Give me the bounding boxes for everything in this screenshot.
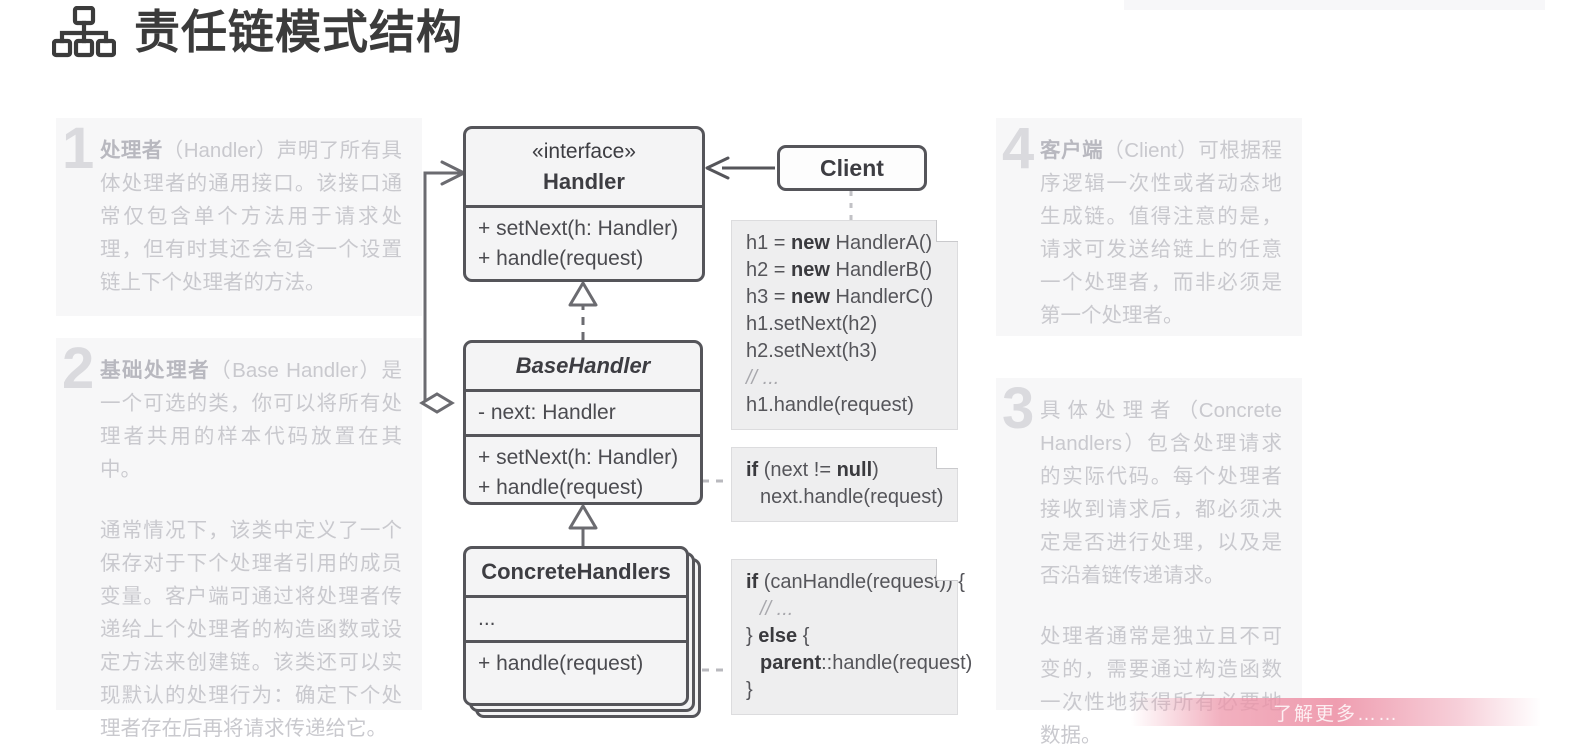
aggregation-line (423, 171, 462, 405)
explainer-number-2: 2 (62, 336, 95, 401)
concrete-handlers-name: ConcreteHandlers (481, 559, 671, 584)
handler-name: Handler (543, 169, 625, 194)
explainer-number-1: 1 (62, 116, 95, 181)
code-note-canhandle-l1: if (canHandle(request)) { (746, 571, 965, 593)
base-handler-methods: + setNext(h: Handler) + handle(request) (466, 437, 700, 502)
handler-methods: + setNext(h: Handler) + handle(request) (466, 208, 702, 279)
handler-method-handle: + handle(request) (478, 247, 644, 270)
code-note-client-l2: h2 = new HandlerB() (746, 259, 933, 281)
concrete-handlers-fields: ... (466, 598, 686, 643)
explainer-block-concrete-handlers: 3 具 体 处 理 者 （Concrete Handlers）包含处理请求的实际… (996, 376, 1302, 747)
uml-class-client[interactable]: Client (777, 145, 927, 191)
handler-stereotype: «interface» (532, 140, 636, 163)
uml-class-concrete-handlers[interactable]: ConcreteHandlers ... + handle(request) (463, 546, 689, 706)
code-note-canhandle-l5: } (746, 679, 753, 701)
explainer-text-3b: 处理者通常是独立且不可变的，需要通过构造函数一次性地获得所有必要地数据。 (1040, 625, 1282, 747)
uml-class-handler[interactable]: «interface» Handler + setNext(h: Handler… (463, 126, 705, 282)
base-handler-field-next: - next: Handler (478, 401, 616, 424)
base-handler-title: BaseHandler (466, 343, 700, 392)
code-note-canhandle-l4: parent::handle(request) (760, 652, 973, 674)
base-handler-fields: - next: Handler (466, 392, 700, 437)
code-note-client-l3: h3 = new HandlerC() (746, 286, 934, 308)
page-title: 责任链模式结构 (52, 6, 463, 58)
hierarchy-icon (52, 6, 116, 58)
code-note-client-comment: // ... (746, 367, 780, 389)
handler-method-setnext: + setNext(h: Handler) (478, 217, 679, 240)
learn-more-banner[interactable]: 了解更多…… (1131, 698, 1541, 726)
code-note-canhandle: if (canHandle(request)) { // ... } else … (731, 559, 972, 715)
concrete-handlers-field-ellipsis: ... (478, 607, 496, 630)
base-handler-name: BaseHandler (515, 353, 651, 378)
client-name: Client (820, 155, 884, 181)
concrete-handlers-methods: + handle(request) (466, 643, 686, 685)
base-handler-method-setnext: + setNext(h: Handler) (478, 446, 679, 469)
explainer-block-client: 4 客户端（Client）可根据程序逻辑一次性或者动态地生成链。值得注意的是，请… (996, 118, 1302, 336)
base-handler-method-handle: + handle(request) (478, 476, 644, 499)
concrete-handlers-title: ConcreteHandlers (466, 549, 686, 598)
learn-more-banner-text: 了解更多…… (1272, 703, 1399, 725)
client-association-arrowhead (705, 156, 730, 180)
code-note-client-l1: h1 = new HandlerA() (746, 232, 933, 254)
code-note-next-l1: if (next != null) (746, 459, 879, 481)
explainer-block-base-handler: 2 基础处理者（Base Handler）是一个可选的类，你可以将所有处理者共用… (56, 336, 422, 740)
handler-title: «interface» Handler (466, 129, 702, 208)
code-note-client: h1 = new HandlerA() h2 = new HandlerB() … (731, 220, 958, 430)
code-note-client-l5: h2.setNext(h3) (746, 340, 878, 362)
top-edge-strip (1124, 0, 1545, 10)
code-note-client-l7: h1.handle(request) (746, 394, 914, 416)
explainer-text-2a: 基础处理者（Base Handler）是一个可选的类，你可以将所有处理者共用的样… (100, 359, 402, 481)
code-note-next-l2: next.handle(request) (760, 486, 944, 508)
code-note-canhandle-comment: // ... (760, 598, 794, 620)
explainer-text-1: 处理者（Handler）声明了所有具体处理者的通用接口。该接口通常仅包含单个方法… (100, 139, 403, 294)
code-note-next-null: if (next != null) next.handle(request) (731, 447, 958, 522)
explainer-number-3: 3 (1002, 376, 1035, 441)
explainer-text-3a: 具 体 处 理 者 （Concrete Handlers）包含处理请求的实际代码… (1040, 399, 1282, 587)
explainer-number-4: 4 (1002, 116, 1035, 181)
page-title-text: 责任链模式结构 (134, 6, 463, 58)
explainer-block-handler: 1 处理者（Handler）声明了所有具体处理者的通用接口。该接口通常仅包含单个… (56, 118, 422, 316)
aggregation-diamond (419, 392, 455, 414)
explainer-text-4: 客户端（Client）可根据程序逻辑一次性或者动态地生成链。值得注意的是，请求可… (1040, 139, 1282, 327)
inheritance-triangle (568, 504, 598, 530)
code-note-client-l4: h1.setNext(h2) (746, 313, 878, 335)
concrete-handlers-method-handle: + handle(request) (478, 652, 644, 675)
realization-triangle (568, 281, 598, 307)
uml-class-base-handler[interactable]: BaseHandler - next: Handler + setNext(h:… (463, 340, 703, 505)
code-note-canhandle-l3: } else { (746, 625, 810, 647)
explainer-text-2b: 通常情况下，该类中定义了一个保存对于下个处理者引用的成员变量。客户端可通过将处理… (100, 519, 402, 740)
aggregation-arrowhead (440, 160, 466, 186)
